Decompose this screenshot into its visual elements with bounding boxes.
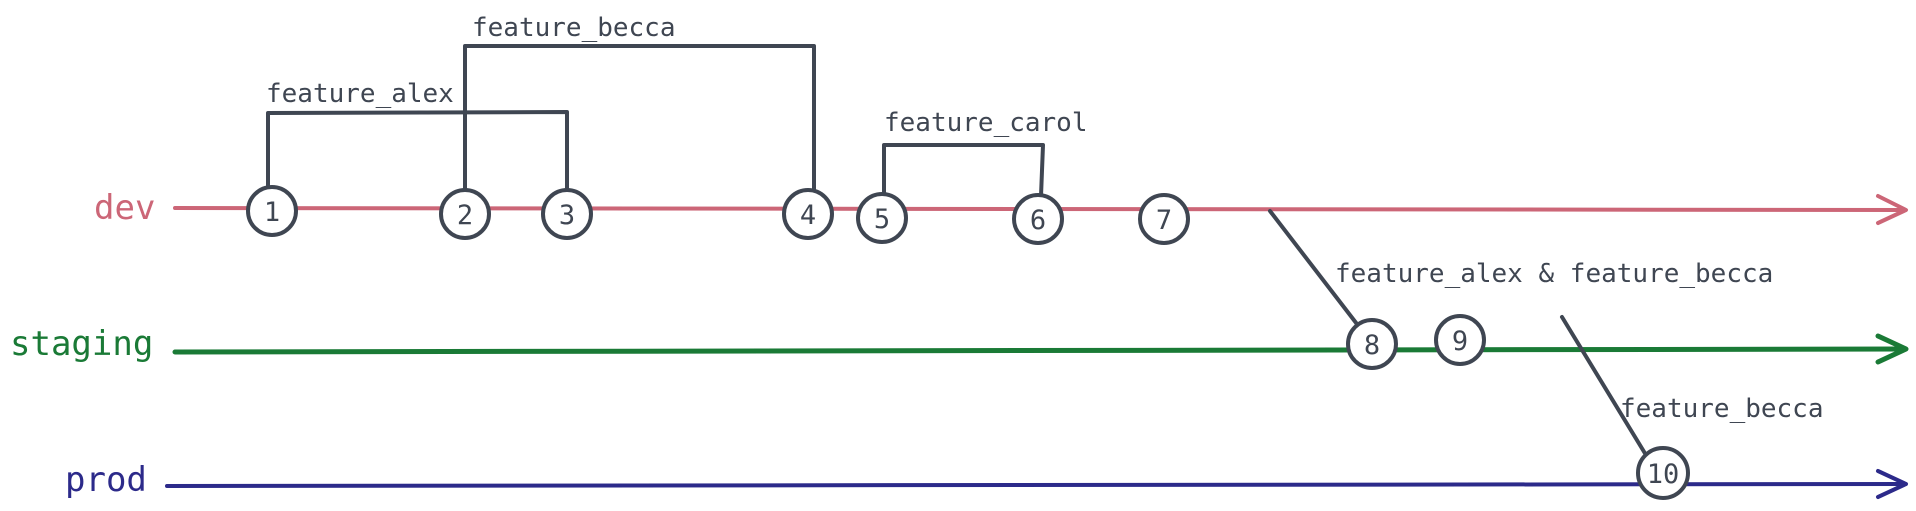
feature-label-carol: feature_carol (884, 108, 1088, 138)
feature-bracket-alex (266, 110, 569, 192)
commit-node: 8 (1346, 318, 1398, 370)
commit-node: 1 (246, 185, 298, 237)
svg-text:4: 4 (800, 200, 816, 231)
svg-text:5: 5 (874, 204, 890, 235)
svg-text:9: 9 (1452, 326, 1468, 357)
svg-text:7: 7 (1156, 205, 1172, 236)
svg-text:3: 3 (559, 200, 575, 231)
merge-label-to-staging: feature_alex & feature_becca (1335, 259, 1773, 289)
branch-label-dev: dev (94, 188, 155, 228)
commit-node: 2 (439, 188, 491, 240)
svg-text:10: 10 (1647, 459, 1680, 490)
branch-line-staging (172, 333, 1909, 365)
feature-bracket-carol (882, 143, 1045, 197)
commit-node: 3 (541, 188, 593, 240)
svg-text:8: 8 (1364, 330, 1380, 361)
branch-line-prod (165, 469, 1908, 499)
merge-label-to-prod: feature_becca (1620, 394, 1824, 424)
merge-line-dev-to-staging (1268, 209, 1362, 330)
branch-label-prod: prod (65, 460, 147, 500)
feature-label-alex: feature_alex (266, 79, 454, 109)
commit-node: 9 (1434, 314, 1486, 366)
svg-text:1: 1 (264, 197, 280, 228)
branch-label-staging: staging (10, 324, 153, 364)
feature-label-becca: feature_becca (472, 13, 676, 43)
svg-text:6: 6 (1030, 205, 1046, 236)
commit-node: 4 (782, 188, 834, 240)
commit-node: 6 (1012, 193, 1064, 245)
merge-line-staging-to-prod (1560, 315, 1648, 457)
commit-node: 5 (856, 192, 908, 244)
svg-text:2: 2 (457, 200, 473, 231)
commit-node: 10 (1636, 446, 1690, 500)
commit-node: 7 (1138, 193, 1190, 245)
feature-bracket-becca (463, 44, 816, 193)
